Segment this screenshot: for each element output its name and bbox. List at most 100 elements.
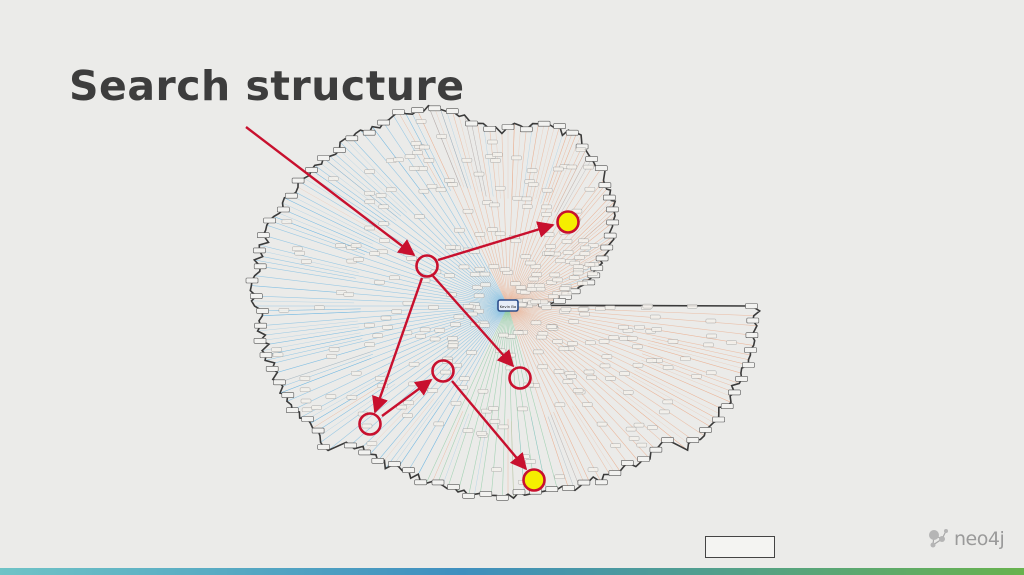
graph-node: [473, 171, 485, 177]
graph-edge: [279, 351, 371, 383]
graph-node: [393, 157, 404, 163]
graph-node: [276, 206, 290, 213]
graph-edge: [547, 416, 576, 491]
graph-node: [391, 309, 402, 314]
graph-node: [602, 194, 616, 201]
graph-node: [531, 272, 542, 277]
graph-node: [552, 339, 563, 344]
graph-node: [403, 400, 414, 405]
graph-node: [406, 256, 417, 261]
graph-edge: [360, 129, 509, 307]
graph-node: [552, 277, 563, 283]
graph-node: [364, 169, 375, 174]
graph-node: [619, 371, 630, 376]
graph-node: [387, 461, 401, 467]
graph-node: [382, 325, 393, 330]
search-node-middle[interactable]: [431, 359, 455, 383]
graph-node: [604, 305, 616, 310]
graph-node: [558, 346, 570, 351]
graph-node: [253, 247, 266, 254]
graph-node: [408, 381, 419, 387]
graph-node: [549, 272, 560, 278]
search-target-node-upper[interactable]: [556, 210, 580, 234]
graph-node: [587, 467, 599, 472]
graph-node: [610, 443, 621, 448]
center-node[interactable]: Kevin Ba: [497, 299, 519, 312]
graph-edge: [418, 406, 455, 475]
graph-node: [568, 319, 579, 324]
search-target-node-lower[interactable]: [522, 468, 546, 492]
graph-node: [490, 158, 501, 163]
graph-node: [562, 250, 574, 255]
graph-node: [582, 402, 593, 407]
graph-node: [627, 336, 638, 341]
graph-node: [560, 307, 572, 312]
graph-edge: [428, 105, 509, 307]
graph-edge: [550, 414, 580, 487]
graph-edge: [384, 398, 435, 461]
graph-edge: [615, 392, 688, 451]
graph-node: [473, 293, 485, 298]
graph-node: [389, 275, 400, 280]
graph-edge: [571, 211, 615, 250]
graph-edge: [398, 402, 443, 467]
search-node-right[interactable]: [508, 366, 532, 390]
graph-node: [429, 336, 441, 342]
graph-node: [433, 421, 444, 427]
graph-node: [470, 272, 481, 277]
graph-edge: [398, 305, 509, 467]
search-node-lower-left[interactable]: [358, 412, 382, 436]
search-arrow-entry: [245, 126, 416, 257]
graph-node: [705, 318, 717, 324]
empty-caption-box: [705, 536, 775, 558]
graph-edge: [515, 125, 521, 198]
graph-node: [375, 376, 386, 381]
graph-node: [409, 166, 420, 171]
graph-edge: [458, 116, 479, 193]
graph-node: [491, 467, 502, 472]
graph-node: [465, 120, 478, 127]
center-node-label: Kevin Ba: [500, 304, 516, 309]
graph-node: [510, 281, 521, 286]
graph-edge: [377, 398, 431, 461]
graph-node: [362, 129, 376, 136]
graph-edge: [554, 149, 586, 213]
graph-node: [636, 442, 647, 448]
graph-edge: [655, 329, 754, 346]
graph-edge: [262, 311, 361, 316]
graph-node: [595, 306, 606, 311]
graph-edge: [265, 335, 363, 356]
graph-node: [435, 187, 447, 193]
graph-edge: [434, 108, 465, 188]
graph-node: [512, 330, 524, 335]
graph-node: [587, 271, 598, 276]
graph-node: [317, 444, 331, 450]
graph-edge: [507, 305, 580, 487]
logo-text: neo4j: [954, 528, 1005, 550]
graph-edge: [279, 358, 372, 394]
graph-node: [586, 375, 597, 380]
graph-node: [726, 340, 737, 345]
graph-edge: [259, 326, 360, 342]
graph-edge: [471, 123, 487, 197]
graph-edge: [440, 109, 468, 189]
graph-node: [458, 264, 470, 270]
graph-node: [742, 362, 755, 368]
graph-edge: [522, 123, 533, 197]
graph-node: [292, 246, 303, 252]
graph-node: [553, 369, 565, 374]
graph-node: [545, 486, 559, 493]
graph-edge: [507, 305, 693, 441]
graph-node: [265, 365, 279, 372]
search-node-start[interactable]: [415, 254, 439, 278]
graph-edge: [570, 209, 613, 249]
graph-node: [605, 376, 616, 381]
graph-node: [411, 107, 424, 113]
graph-node: [335, 243, 346, 248]
graph-node: [305, 167, 318, 173]
graph-node: [436, 134, 447, 139]
graph-node: [462, 492, 475, 499]
graph-node: [522, 204, 533, 209]
graph-node: [396, 404, 407, 410]
